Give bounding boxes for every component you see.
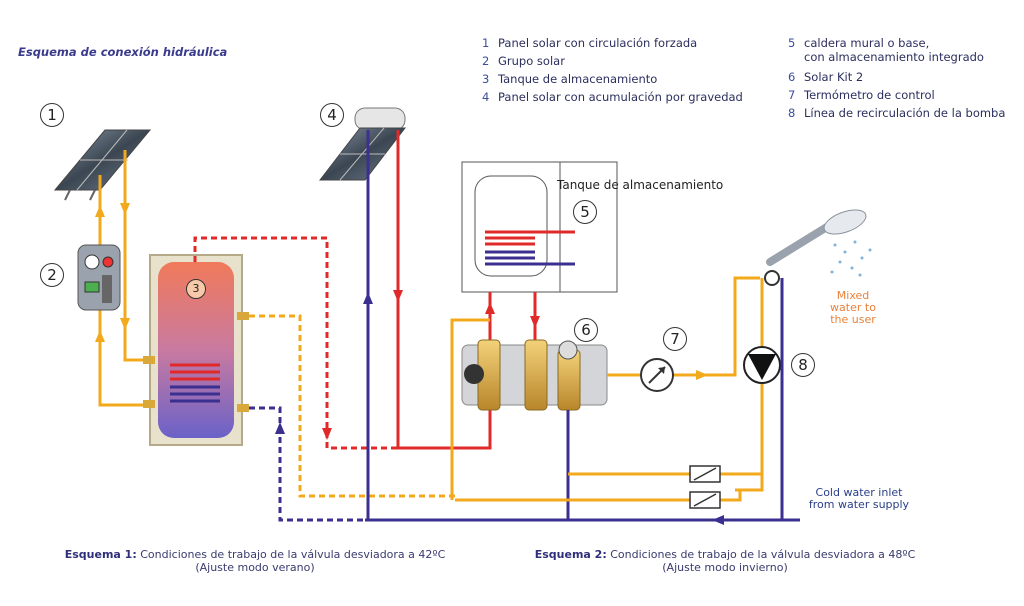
solar-kit-valve — [461, 339, 608, 411]
legend-item: con almacenamiento integrado — [804, 50, 984, 64]
callout-3: 3 — [186, 279, 206, 299]
shower-head — [766, 209, 872, 277]
callout-7: 7 — [663, 327, 687, 351]
solar-panel-gravity — [318, 107, 407, 181]
caption-scheme-2: Esquema 2: Condiciones de trabajo de la … — [534, 548, 916, 574]
callout-6: 6 — [574, 318, 598, 342]
solar-group-unit — [77, 244, 121, 311]
flow-arrow-up-1 — [95, 205, 105, 217]
solar-panel-1 — [53, 129, 152, 201]
mixed-water-label: Mixed water to the user — [830, 289, 876, 326]
boiler-label: Tanque de almacenamiento — [557, 178, 724, 192]
caption-scheme-1: Esquema 1: Condiciones de trabajo de la … — [64, 548, 446, 574]
check-valves — [689, 465, 721, 509]
circulation-pump — [743, 346, 781, 384]
callout-5: 5 — [573, 200, 597, 224]
cold-water-inlet-label: Cold water inlet from water supply — [808, 486, 910, 511]
callout-4: 4 — [320, 103, 344, 127]
flow-arrow-down-2 — [120, 318, 130, 330]
callout-1: 1 — [40, 103, 64, 127]
flow-arrow-down-1 — [120, 203, 130, 215]
thermometer-gauge — [640, 358, 674, 392]
flow-arrow-up-2 — [95, 330, 105, 342]
callout-8: 8 — [791, 353, 815, 377]
page-title: Esquema de conexión hidráulica — [18, 45, 228, 59]
callout-2: 2 — [40, 263, 64, 287]
boiler-box — [461, 161, 618, 293]
